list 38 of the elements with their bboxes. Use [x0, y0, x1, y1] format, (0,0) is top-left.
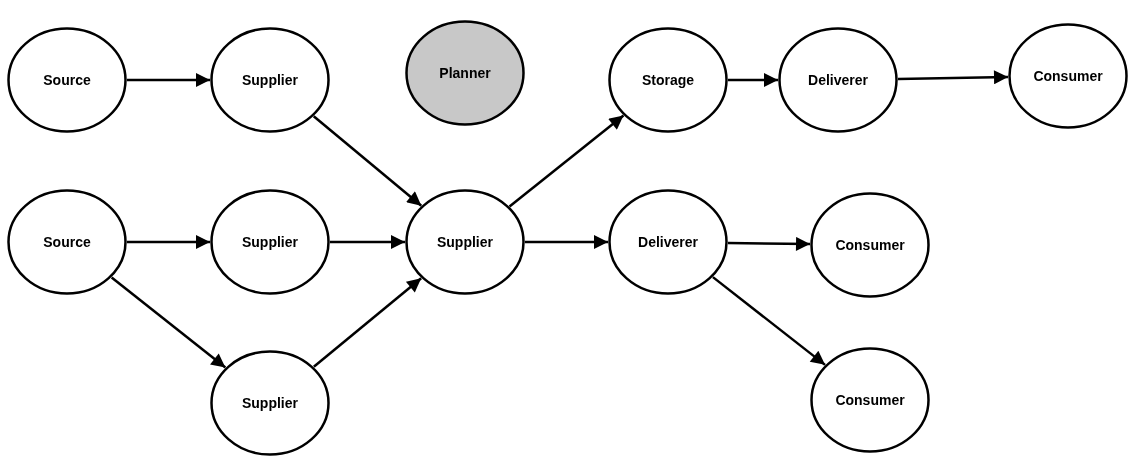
- node-label: Supplier: [242, 72, 298, 88]
- ellipse-node: [7, 27, 127, 133]
- arrow: [313, 277, 422, 368]
- ellipse-node: [608, 27, 728, 133]
- ellipse-node: [210, 350, 330, 456]
- arrow: [897, 70, 1009, 85]
- arrow: [712, 276, 826, 366]
- arrow: [508, 114, 625, 208]
- ellipse-node: [810, 192, 930, 298]
- ellipse-node: [7, 189, 127, 295]
- arrow: [727, 236, 811, 251]
- ellipse-node: [405, 20, 525, 126]
- arrow: [728, 73, 778, 87]
- arrow: [312, 115, 423, 207]
- ellipse-node: [210, 189, 330, 295]
- node-label: Source: [43, 72, 91, 88]
- ellipse-node: [778, 27, 898, 133]
- ellipse-node: [210, 27, 330, 133]
- node-label: Consumer: [1033, 68, 1103, 84]
- node-label: Planner: [439, 65, 491, 81]
- arrow: [127, 73, 210, 87]
- node-label: Deliverer: [808, 72, 868, 88]
- arrow: [330, 235, 405, 249]
- node-label: Storage: [641, 72, 695, 88]
- arrow: [525, 235, 608, 249]
- arrow: [110, 276, 227, 369]
- node-label: Supplier: [437, 234, 493, 250]
- arrow: [127, 235, 210, 249]
- ellipse-node: [1008, 23, 1128, 129]
- node-label: Consumer: [835, 237, 905, 253]
- node-label: Consumer: [835, 392, 905, 408]
- ellipse-node: [810, 347, 930, 453]
- ellipse-node: [608, 189, 728, 295]
- node-label: Supplier: [242, 395, 298, 411]
- node-label: Supplier: [242, 234, 298, 250]
- node-label: Source: [43, 234, 91, 250]
- node-label: Deliverer: [638, 234, 698, 250]
- ellipse-node: [405, 189, 525, 295]
